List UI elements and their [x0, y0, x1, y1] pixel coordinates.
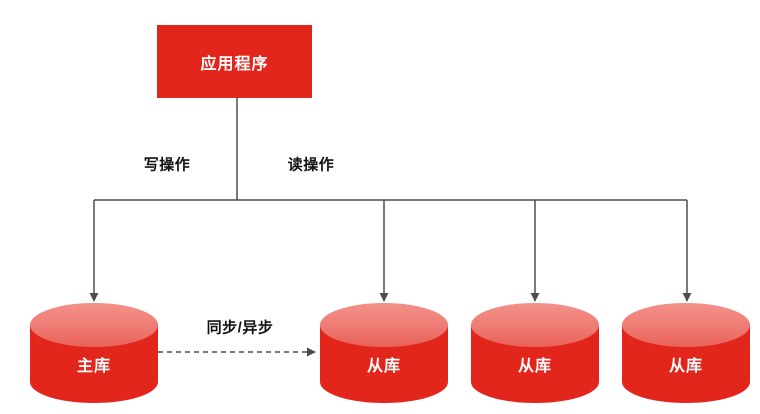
sync-mode-label: 同步/异步 [206, 319, 274, 337]
replica-db-label: 从库 [517, 358, 552, 375]
application-label: 应用程序 [200, 55, 269, 73]
master-db-label: 主库 [76, 358, 111, 375]
write-operation-label: 写操作 [143, 156, 191, 174]
read-operation-label: 读操作 [287, 156, 335, 174]
replica-db-node-3: 从库 [622, 303, 750, 403]
application-node: 应用程序 [157, 25, 312, 98]
replica-db-label: 从库 [366, 358, 401, 375]
cylinder-top-ellipse [622, 303, 750, 347]
cylinder-top-ellipse [30, 303, 158, 347]
trunk-line [94, 98, 687, 201]
master-db-node: 主库 [30, 303, 158, 403]
replica-db-label: 从库 [668, 358, 703, 375]
cylinder-top-ellipse [320, 303, 448, 347]
replica-db-node-2: 从库 [471, 303, 599, 403]
cylinder-top-ellipse [471, 303, 599, 347]
replica-db-node-1: 从库 [320, 303, 448, 403]
